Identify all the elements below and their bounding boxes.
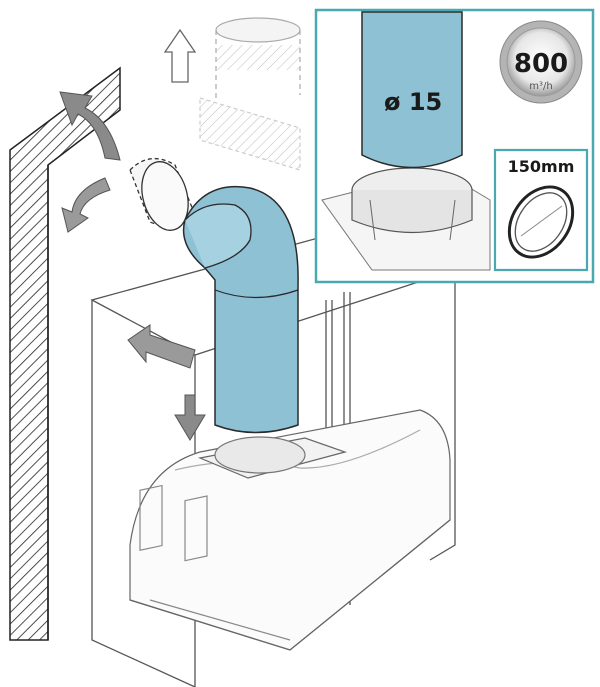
flow-out-arrow-icon	[59, 91, 121, 161]
alt-duct-horizontal	[129, 158, 196, 231]
airflow-unit: m³/h	[529, 81, 552, 92]
airflow-value: 800	[514, 49, 568, 79]
size-label: 150mm	[508, 157, 575, 176]
duct-elbow	[182, 185, 299, 434]
ring-size-box: 150mm	[493, 148, 589, 272]
alt-duct-vertical	[199, 17, 301, 171]
up-arrow-icon	[163, 28, 197, 83]
down-arrow-icon	[174, 394, 206, 441]
hood-body	[129, 409, 451, 651]
side-arrow-icon	[127, 324, 196, 369]
ring-icon	[507, 185, 575, 259]
diameter-label: ø 15	[384, 88, 442, 116]
speed-badge-icon: 800 m³/h	[499, 20, 583, 104]
wall	[9, 66, 121, 641]
flow-return-arrow-icon	[61, 177, 111, 233]
